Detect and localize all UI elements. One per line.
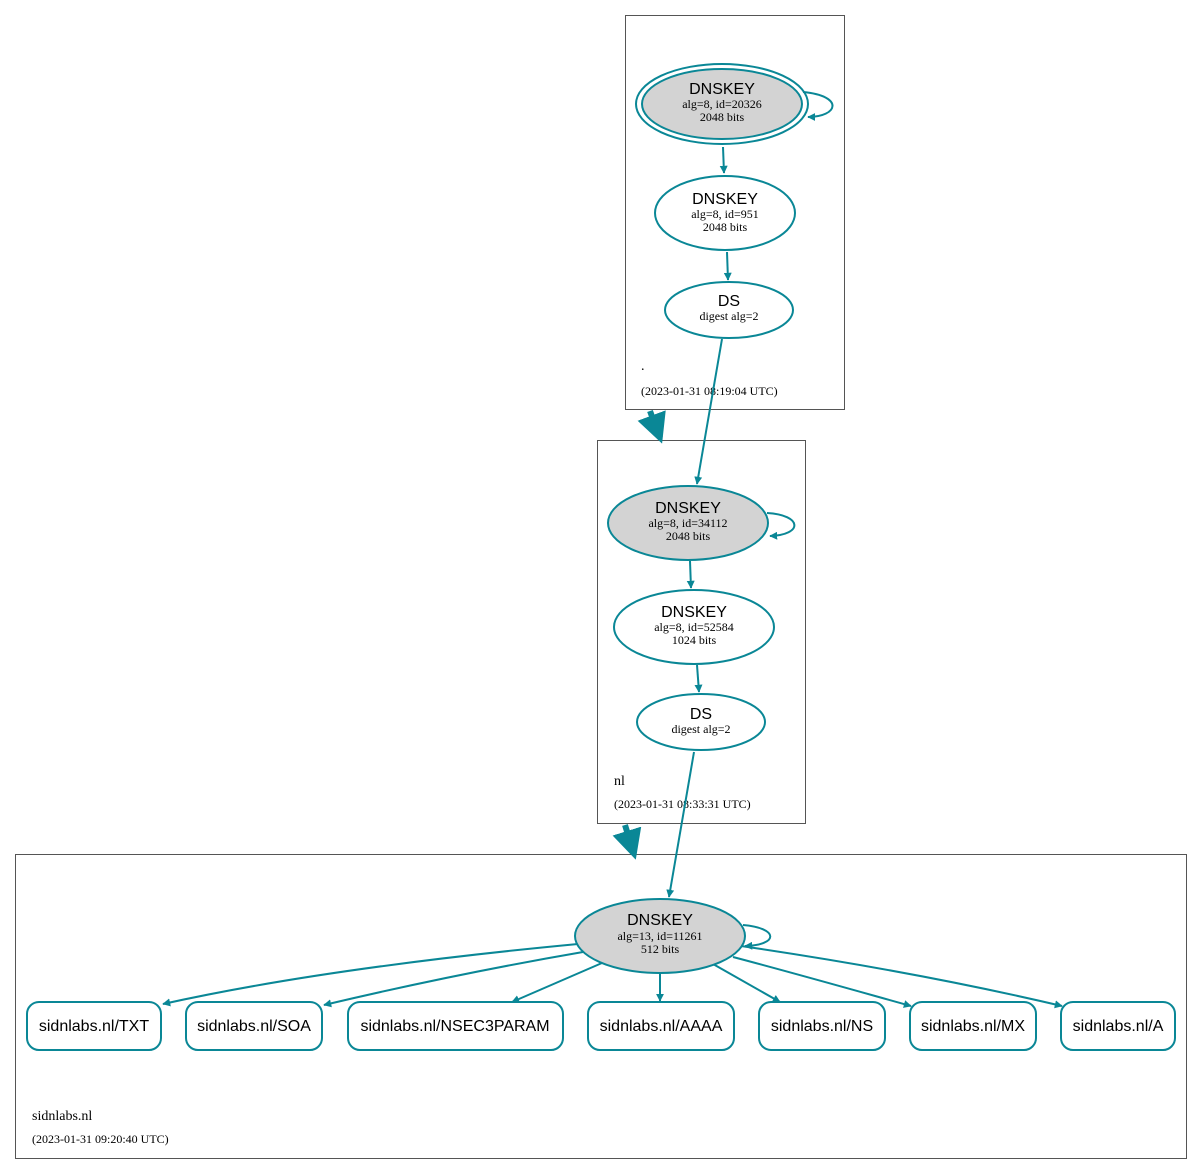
- rrset-a-label: sidnlabs.nl/A: [1073, 1018, 1164, 1035]
- node-nl-zsk[interactable]: DNSKEY alg=8, id=52584 1024 bits: [613, 589, 775, 665]
- edge-nl-zsk-to-ds: [694, 664, 703, 693]
- node-nl-ds-digest: digest alg=2: [671, 722, 730, 736]
- edge-nl-ds-to-sid-key: [666, 751, 695, 898]
- self-loop-nl-ksk: [766, 512, 796, 540]
- node-sidnlabs-key-bits: 512 bits: [641, 942, 680, 956]
- self-loop-sid-key: [742, 924, 772, 950]
- rrset-nsec3param[interactable]: sidnlabs.nl/NSEC3PARAM: [347, 1001, 564, 1051]
- node-root-ds[interactable]: DS digest alg=2: [664, 281, 794, 339]
- edge-sid-key-to-ns: [712, 963, 781, 1003]
- edge-sid-key-to-txt: [162, 943, 579, 1007]
- node-nl-zsk-title: DNSKEY: [661, 604, 727, 621]
- rrset-mx-label: sidnlabs.nl/MX: [921, 1018, 1025, 1035]
- node-sidnlabs-key[interactable]: DNSKEY alg=13, id=11261 512 bits: [574, 898, 746, 974]
- zone-nl-timestamp: (2023-01-31 08:33:31 UTC): [614, 797, 751, 811]
- zone-nl-cluster: nl (2023-01-31 08:33:31 UTC): [597, 440, 806, 824]
- rrset-soa[interactable]: sidnlabs.nl/SOA: [185, 1001, 323, 1051]
- node-nl-ds[interactable]: DS digest alg=2: [636, 693, 766, 751]
- rrset-aaaa[interactable]: sidnlabs.nl/AAAA: [587, 1001, 735, 1051]
- node-root-ds-digest: digest alg=2: [699, 309, 758, 323]
- zone-nl-name: nl: [614, 774, 625, 789]
- rrset-aaaa-label: sidnlabs.nl/AAAA: [600, 1018, 723, 1035]
- rrset-ns[interactable]: sidnlabs.nl/NS: [758, 1001, 886, 1051]
- zone-root-cluster: . (2023-01-31 08:19:04 UTC): [625, 15, 845, 410]
- rrset-nsec3param-label: sidnlabs.nl/NSEC3PARAM: [360, 1018, 549, 1035]
- node-root-zsk-title: DNSKEY: [692, 191, 758, 208]
- edge-root-ksk-to-zsk: [719, 146, 728, 174]
- node-root-ds-title: DS: [718, 293, 740, 310]
- node-nl-zsk-bits: 1024 bits: [672, 633, 717, 647]
- node-sidnlabs-key-alg: alg=13, id=11261: [617, 929, 702, 943]
- node-root-zsk-alg: alg=8, id=951: [691, 207, 759, 221]
- zone-sidnlabs-name: sidnlabs.nl: [32, 1109, 92, 1124]
- rrset-txt[interactable]: sidnlabs.nl/TXT: [26, 1001, 162, 1051]
- edge-sid-key-to-a: [740, 945, 1063, 1009]
- edge-root-ds-to-nl-ksk: [694, 338, 723, 485]
- node-root-zsk[interactable]: DNSKEY alg=8, id=951 2048 bits: [654, 175, 796, 251]
- zone-root-name: .: [641, 359, 645, 374]
- zone-sidnlabs-timestamp: (2023-01-31 09:20:40 UTC): [32, 1132, 169, 1146]
- rrset-mx[interactable]: sidnlabs.nl/MX: [909, 1001, 1037, 1051]
- node-nl-ds-title: DS: [690, 706, 712, 723]
- edge-sid-key-to-nsec3param: [511, 962, 603, 1003]
- rrset-soa-label: sidnlabs.nl/SOA: [197, 1018, 311, 1035]
- node-root-ksk[interactable]: DNSKEY alg=8, id=20326 2048 bits: [635, 63, 809, 145]
- node-nl-zsk-alg: alg=8, id=52584: [654, 620, 734, 634]
- rrset-a[interactable]: sidnlabs.nl/A: [1060, 1001, 1176, 1051]
- self-loop-root-ksk: [802, 91, 834, 121]
- node-nl-ksk[interactable]: DNSKEY alg=8, id=34112 2048 bits: [607, 485, 769, 561]
- node-nl-ksk-alg: alg=8, id=34112: [648, 516, 727, 530]
- delegation-arrow-root-nl: [637, 409, 666, 444]
- delegation-arrow-nl-sidnlabs: [612, 824, 642, 860]
- node-nl-ksk-title: DNSKEY: [655, 500, 721, 517]
- edge-sid-key-to-mx: [732, 956, 912, 1008]
- edge-root-zsk-to-ds: [723, 251, 732, 281]
- edge-nl-ksk-to-zsk: [686, 560, 695, 589]
- rrset-ns-label: sidnlabs.nl/NS: [771, 1018, 873, 1035]
- node-root-ksk-title: DNSKEY: [689, 81, 755, 98]
- node-root-ksk-bits: 2048 bits: [700, 110, 745, 124]
- edge-sid-key-to-soa: [323, 951, 584, 1008]
- rrset-txt-label: sidnlabs.nl/TXT: [39, 1018, 149, 1035]
- zone-root-timestamp: (2023-01-31 08:19:04 UTC): [641, 384, 778, 398]
- zone-sidnlabs-cluster: sidnlabs.nl (2023-01-31 09:20:40 UTC): [15, 854, 1187, 1159]
- node-nl-ksk-bits: 2048 bits: [666, 529, 711, 543]
- node-root-ksk-alg: alg=8, id=20326: [682, 97, 762, 111]
- node-root-zsk-bits: 2048 bits: [703, 220, 748, 234]
- node-sidnlabs-key-title: DNSKEY: [627, 912, 693, 929]
